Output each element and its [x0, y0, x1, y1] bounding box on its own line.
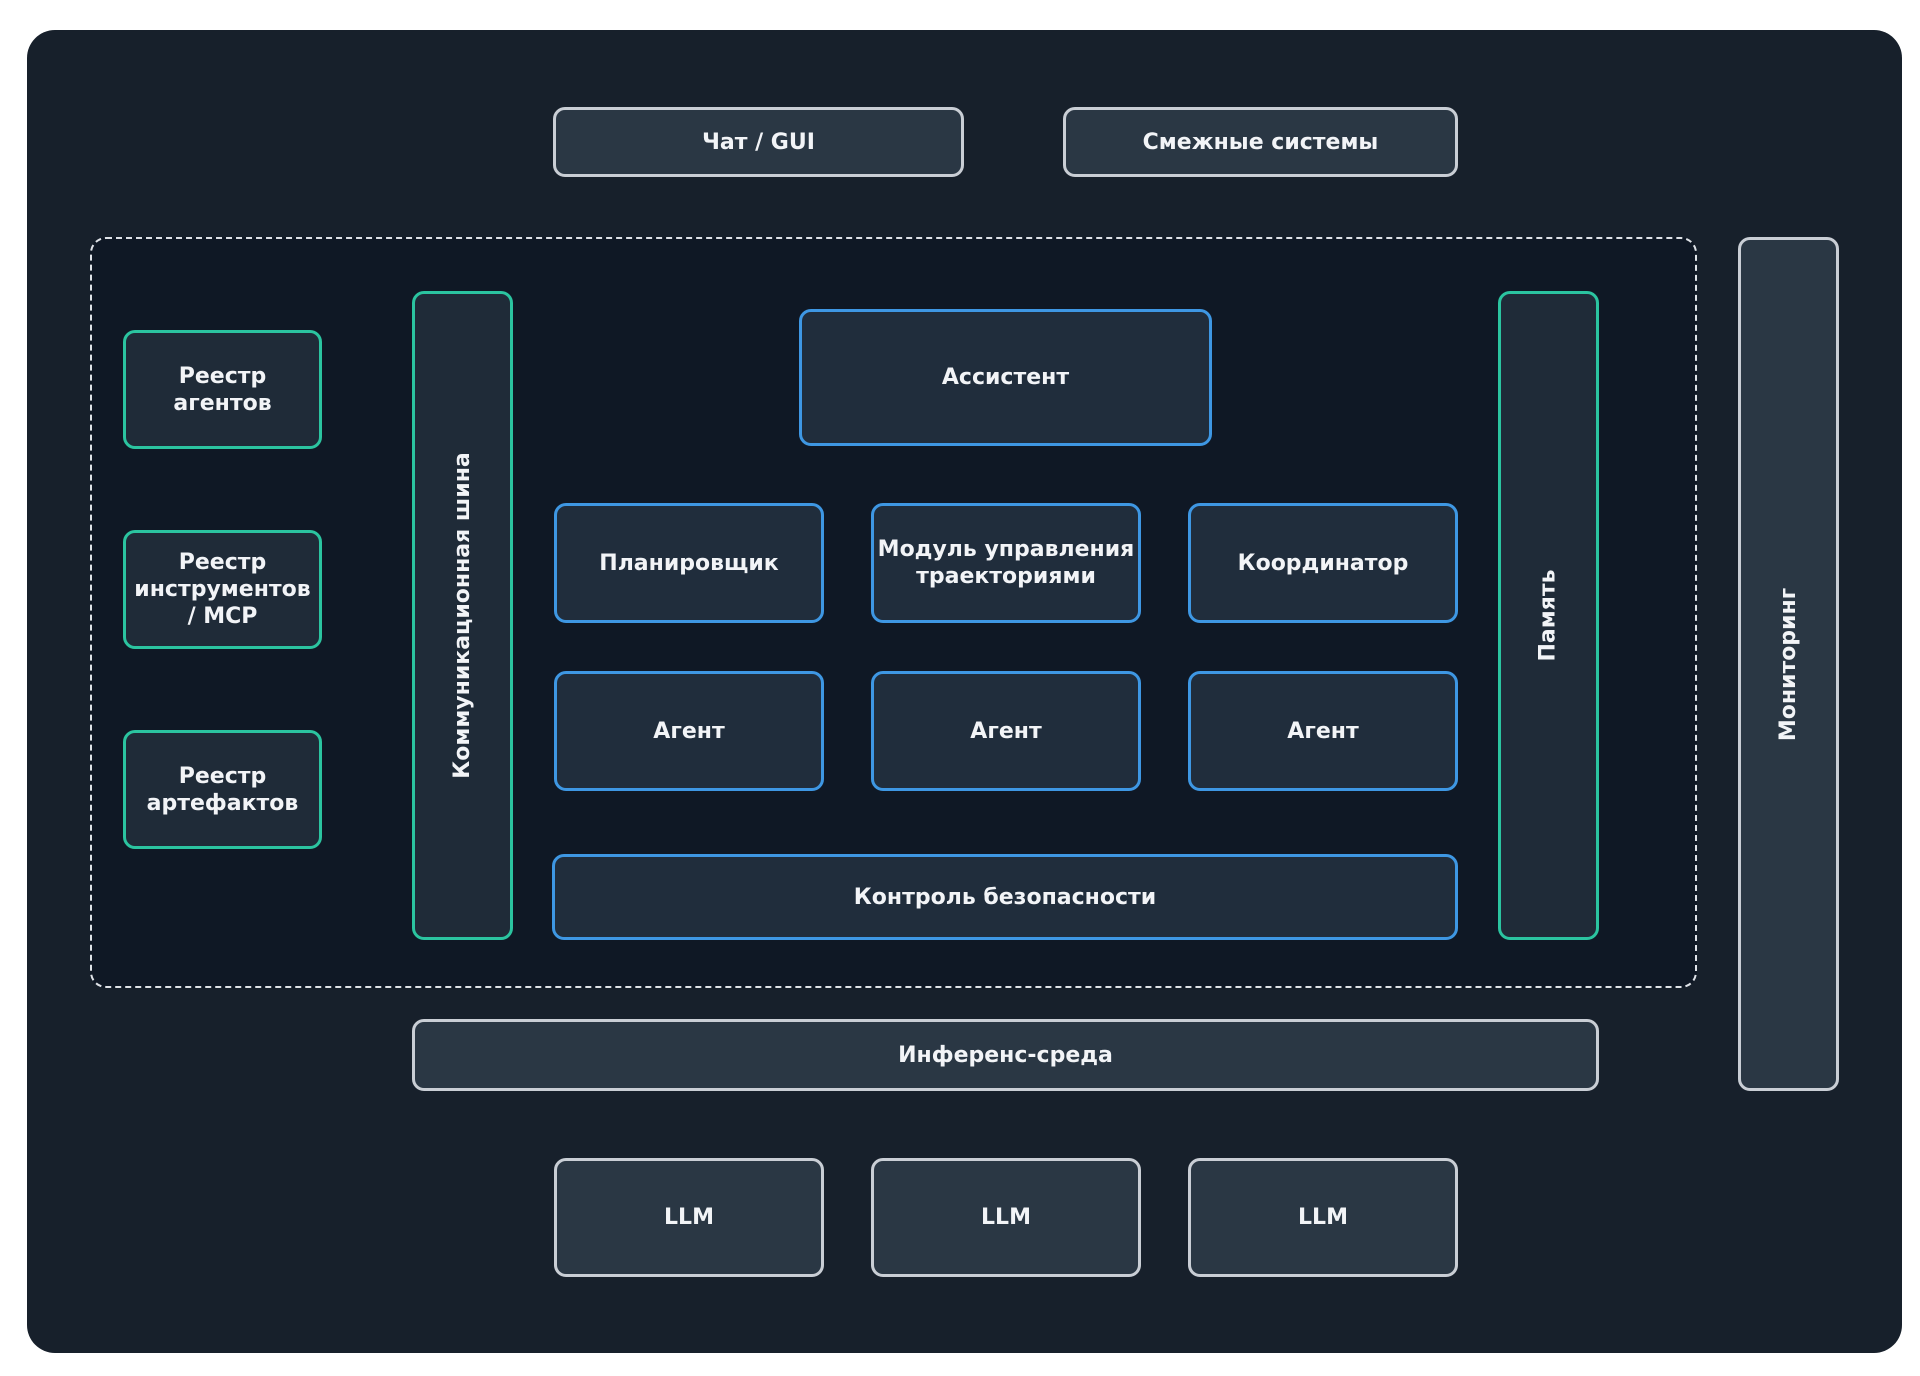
coordinator-label: Координатор: [1237, 550, 1409, 576]
trajectory-module-box: Модуль управления траекториями: [871, 503, 1141, 623]
agent-registry-box: Реестр агентов: [123, 330, 322, 449]
llm-label: LLM: [1298, 1205, 1348, 1230]
adjacent-systems-box: Смежные системы: [1063, 107, 1458, 177]
artifact-registry-label: Реестр артефактов: [146, 763, 299, 816]
planner-label: Планировщик: [599, 550, 779, 576]
memory-label: Память: [1536, 569, 1561, 662]
assistant-box: Ассистент: [799, 309, 1212, 446]
coordinator-box: Координатор: [1188, 503, 1458, 623]
monitoring-box: Мониторинг: [1738, 237, 1839, 1091]
agent-registry-label: Реестр агентов: [173, 363, 272, 416]
chat-gui-box: Чат / GUI: [553, 107, 964, 177]
llm-box: LLM: [1188, 1158, 1458, 1277]
agent-label: Агент: [1287, 718, 1359, 744]
agent-box: Агент: [871, 671, 1141, 791]
llm-box: LLM: [554, 1158, 824, 1277]
agent-label: Агент: [653, 718, 725, 744]
agent-label: Агент: [970, 718, 1042, 744]
llm-label: LLM: [981, 1205, 1031, 1230]
inference-environment-box: Инференс-среда: [412, 1019, 1599, 1091]
monitoring-label: Мониторинг: [1776, 587, 1802, 741]
memory-box: Память: [1498, 291, 1599, 940]
artifact-registry-box: Реестр артефактов: [123, 730, 322, 849]
chat-gui-label: Чат / GUI: [702, 129, 815, 155]
agent-box: Агент: [554, 671, 824, 791]
tool-registry-box: Реестр инструментов / MCP: [123, 530, 322, 649]
planner-box: Планировщик: [554, 503, 824, 623]
adjacent-systems-label: Смежные системы: [1142, 129, 1379, 155]
security-control-box: Контроль безопасности: [552, 854, 1458, 940]
communication-bus-label: Коммуникационная шина: [450, 452, 475, 779]
trajectory-module-label: Модуль управления траекториями: [877, 537, 1135, 589]
llm-box: LLM: [871, 1158, 1141, 1277]
assistant-label: Ассистент: [941, 365, 1070, 390]
communication-bus-box: Коммуникационная шина: [412, 291, 513, 940]
security-control-label: Контроль безопасности: [853, 884, 1157, 910]
agent-box: Агент: [1188, 671, 1458, 791]
llm-label: LLM: [664, 1205, 714, 1230]
tool-registry-label: Реестр инструментов / MCP: [134, 550, 311, 629]
inference-environment-label: Инференс-среда: [898, 1042, 1113, 1068]
